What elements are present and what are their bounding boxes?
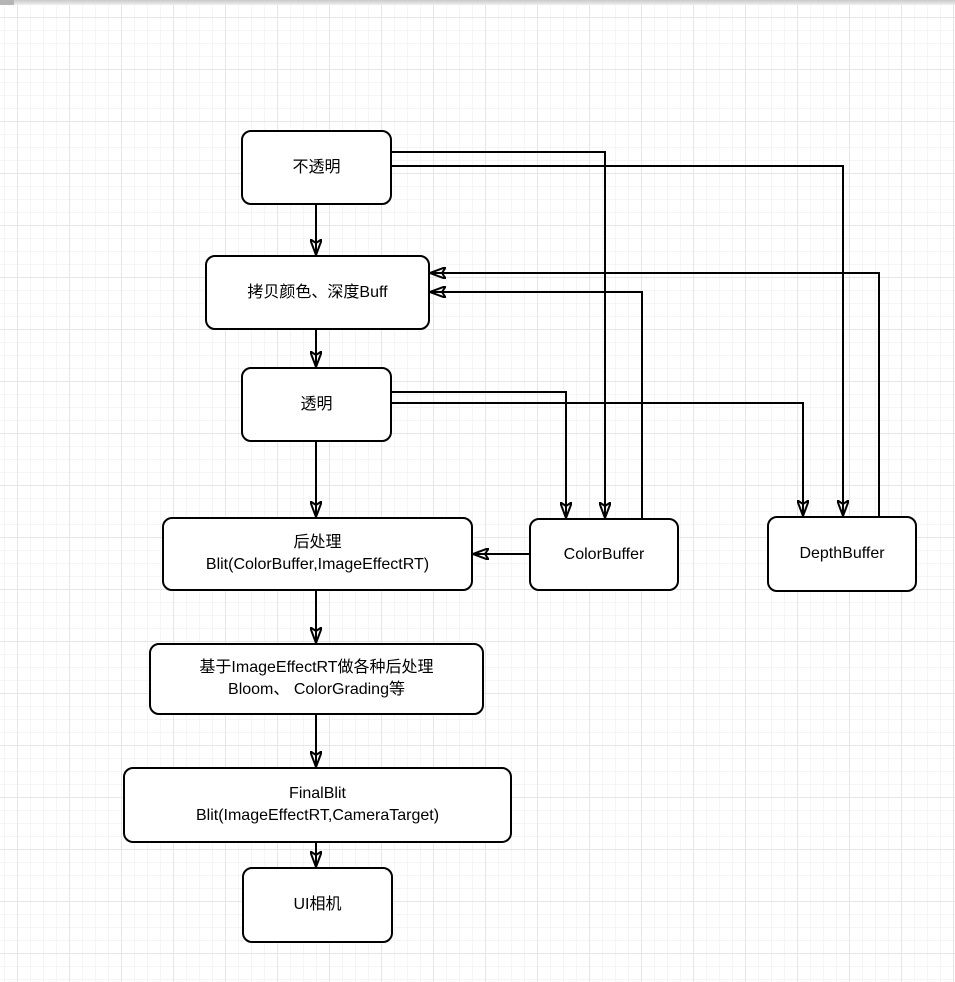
node-post-process[interactable]: 后处理 Blit(ColorBuffer,ImageEffectRT) [162, 517, 473, 591]
node-final-blit-label: FinalBlit [289, 785, 346, 803]
node-ui-camera-label: UI相机 [293, 896, 342, 914]
node-color-buffer-label: ColorBuffer [563, 545, 645, 563]
node-opaque[interactable]: 不透明 [241, 130, 392, 205]
node-transparent[interactable]: 透明 [241, 367, 392, 442]
node-image-effect-label: 基于ImageEffectRT做各种后处理 [199, 659, 434, 677]
edge-transparent-to-color-buffer[interactable] [392, 391, 566, 517]
window-top-edge [0, 0, 955, 5]
window-top-edge-left-segment [0, 0, 14, 5]
edge-depth-buffer-to-copy-buffers[interactable] [431, 273, 880, 516]
node-post-process-label: 后处理 [293, 534, 342, 552]
node-final-blit-sublabel: Blit(ImageEffectRT,CameraTarget) [195, 807, 440, 824]
node-copy-buffers-label: 拷贝颜色、深度Buff [247, 283, 388, 301]
node-copy-buffers[interactable]: 拷贝颜色、深度Buff [205, 255, 430, 330]
edge-color-buffer-to-copy-buffers[interactable] [431, 292, 643, 518]
node-image-effect-sublabel: Bloom、 ColorGrading等 [228, 681, 405, 698]
node-color-buffer[interactable]: ColorBuffer [529, 518, 679, 591]
node-depth-buffer-label: DepthBuffer [799, 545, 885, 563]
node-depth-buffer[interactable]: DepthBuffer [767, 516, 917, 592]
edge-opaque-to-depth-buffer[interactable] [392, 165, 843, 515]
node-ui-camera[interactable]: UI相机 [242, 867, 393, 943]
node-image-effect[interactable]: 基于ImageEffectRT做各种后处理 Bloom、 ColorGradin… [149, 643, 484, 715]
node-post-process-sublabel: Blit(ColorBuffer,ImageEffectRT) [205, 556, 430, 573]
node-final-blit[interactable]: FinalBlit Blit(ImageEffectRT,CameraTarge… [123, 767, 512, 843]
node-opaque-label: 不透明 [292, 158, 341, 176]
edge-opaque-to-color-buffer[interactable] [392, 151, 605, 517]
node-transparent-label: 透明 [300, 395, 333, 413]
edge-transparent-to-depth-buffer[interactable] [392, 402, 803, 515]
